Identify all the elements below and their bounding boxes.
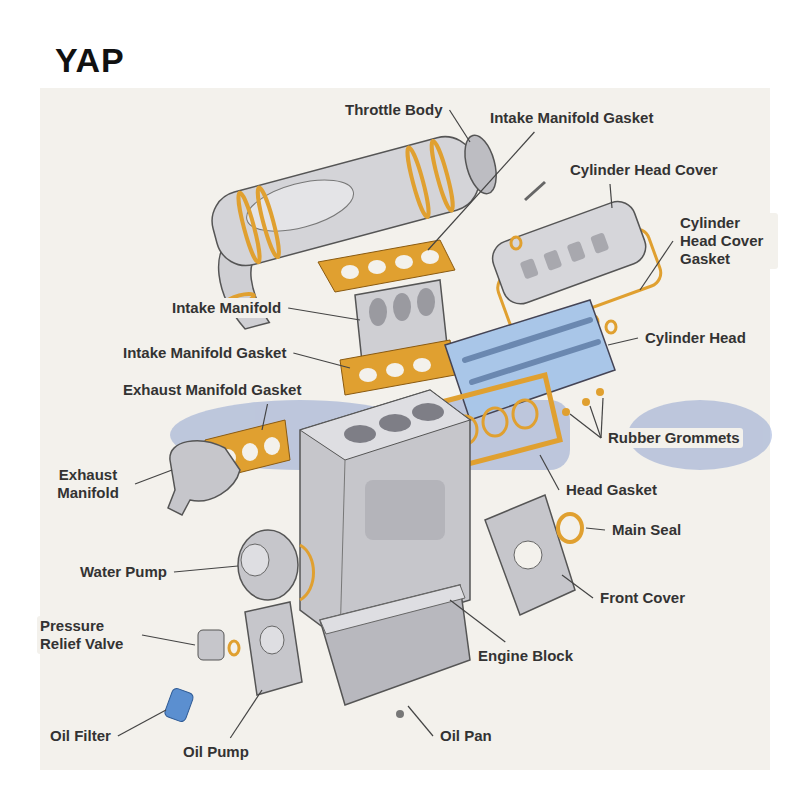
part-label: Cylinder Head Cover Gasket [677, 213, 778, 269]
leader-line [118, 710, 166, 736]
leader-line [601, 398, 603, 438]
oil-pump [245, 602, 302, 695]
part-label: Exhaust Manifold Gasket [120, 380, 304, 400]
part-label: Pressure Relief Valve [37, 616, 138, 654]
leader-line [450, 110, 471, 142]
leader-line [230, 690, 262, 738]
leader-line [540, 455, 559, 490]
part-label: Water Pump [77, 562, 170, 582]
leader-line [428, 132, 534, 250]
leader-line [450, 600, 505, 642]
part-label: Oil Filter [47, 726, 114, 746]
leader-line [562, 575, 593, 598]
part-label: Engine Block [475, 646, 576, 666]
pressure-relief-valve [198, 630, 239, 660]
oil-filter [164, 687, 195, 723]
leader-line [135, 470, 172, 484]
water-pump [238, 530, 314, 600]
leader-line [262, 404, 268, 430]
oil-pan [320, 585, 470, 718]
ground [40, 88, 770, 770]
front-cover [485, 495, 575, 615]
part-label: Cylinder Head [642, 328, 749, 348]
leader-line [142, 635, 195, 645]
leader-line [293, 353, 350, 368]
leader-line [610, 184, 612, 208]
leader-line [288, 308, 360, 320]
leader-line [640, 241, 673, 290]
part-label: Throttle Body [342, 100, 446, 120]
part-label: Head Gasket [563, 480, 660, 500]
leader-line [570, 414, 601, 438]
part-label: Rubber Grommets [605, 428, 743, 448]
engine-block [300, 390, 470, 640]
part-label: Intake Manifold [169, 298, 284, 318]
part-label: Oil Pump [180, 742, 252, 762]
part-label: Cylinder Head Cover [567, 160, 721, 180]
leader-line [408, 706, 433, 736]
brand-logo: YAP [52, 40, 128, 80]
leader-line [586, 528, 605, 530]
part-label: Intake Manifold Gasket [487, 108, 656, 128]
main-seal [558, 514, 582, 542]
exhaust-manifold [168, 441, 240, 515]
part-label: Main Seal [609, 520, 684, 540]
part-label: Oil Pan [437, 726, 495, 746]
part-label: Front Cover [597, 588, 688, 608]
part-label: Intake Manifold Gasket [120, 343, 289, 363]
intake-gasket-lower [340, 340, 455, 395]
part-label: Exhaust Manifold [45, 465, 131, 503]
leader-line [174, 566, 238, 572]
leader-line [608, 338, 638, 345]
